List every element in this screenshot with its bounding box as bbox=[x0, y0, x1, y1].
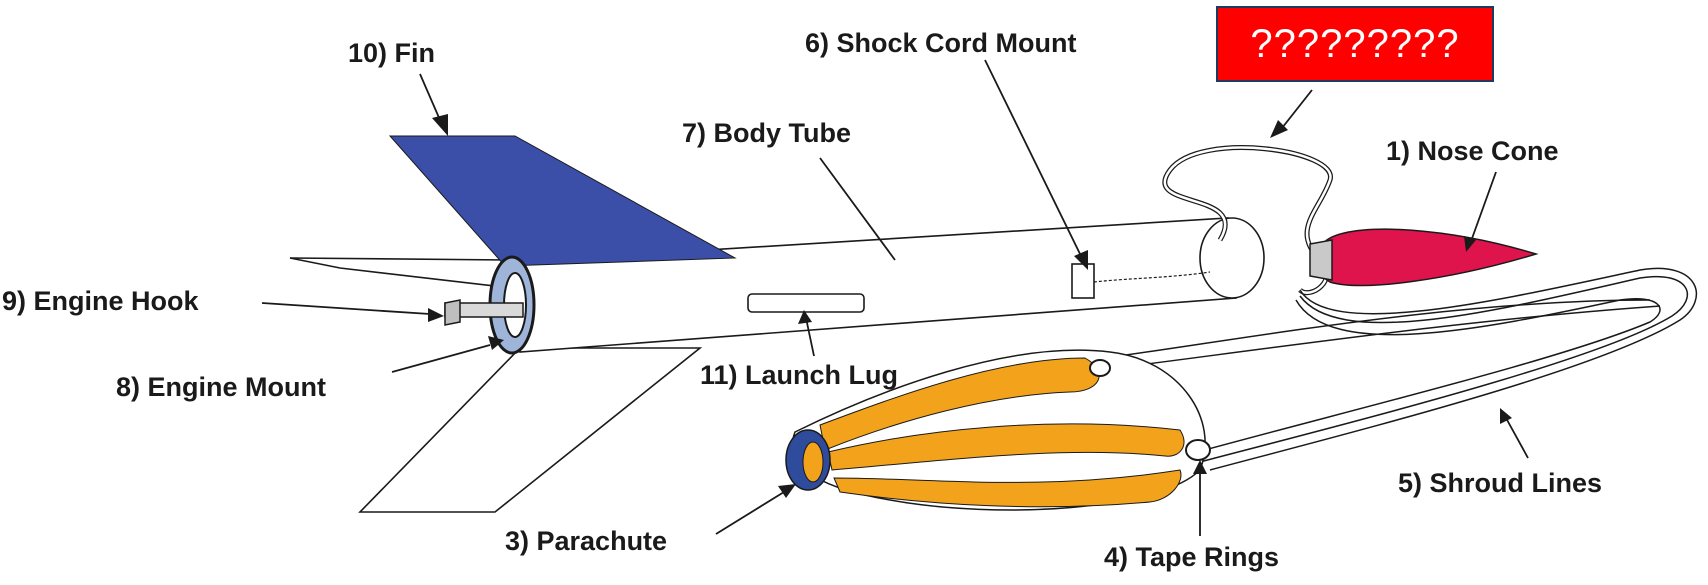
body-tube-front-opening bbox=[1199, 217, 1265, 299]
label-fin: 10) Fin bbox=[348, 38, 435, 68]
fin-leader bbox=[419, 73, 441, 121]
launch-lug-arrowhead bbox=[798, 310, 812, 324]
shroud-line bbox=[1199, 275, 1689, 463]
lower-fin-outline bbox=[358, 347, 703, 513]
label-engine-mount: 8) Engine Mount bbox=[116, 372, 326, 402]
engine-hook-tab bbox=[444, 299, 461, 326]
hidden-label-arrowhead bbox=[1270, 120, 1288, 138]
shock-cord-mount-tab bbox=[1071, 263, 1095, 299]
fin-arrowhead bbox=[432, 114, 448, 136]
hidden-label-box: ????????? bbox=[1216, 6, 1494, 82]
tape-ring bbox=[1089, 359, 1111, 377]
nose-cone-part bbox=[1309, 228, 1539, 287]
tape-ring bbox=[1185, 439, 1211, 461]
label-tape-rings: 4) Tape Rings bbox=[1104, 542, 1279, 572]
launch-lug-part bbox=[747, 293, 865, 313]
shroud-line bbox=[1189, 298, 1661, 455]
shock-cord-inside-tube bbox=[1093, 271, 1211, 283]
parachute-part bbox=[785, 349, 1211, 511]
nose-cone-leader bbox=[1469, 171, 1497, 245]
shroud-lines-arrowhead bbox=[1500, 408, 1512, 424]
nose-cone-arrowhead bbox=[1464, 236, 1476, 252]
shroud-line bbox=[1209, 267, 1698, 471]
nose-cone-shape bbox=[1315, 228, 1539, 287]
fin-shape bbox=[388, 135, 737, 267]
parachute-arrowhead bbox=[778, 484, 796, 498]
engine-hook-part bbox=[444, 299, 524, 326]
engine-hook-leader bbox=[261, 302, 431, 315]
tape-rings-arrowhead bbox=[1193, 460, 1207, 474]
label-parachute: 3) Parachute bbox=[505, 526, 667, 556]
rocket-body-group bbox=[289, 135, 1265, 513]
label-engine-hook: 9) Engine Hook bbox=[2, 286, 199, 316]
parachute-gore bbox=[819, 357, 1100, 451]
engine-mount-leader bbox=[391, 344, 491, 373]
shroud-lines-part bbox=[1089, 267, 1698, 471]
shroud-lines-leader bbox=[1505, 417, 1529, 459]
part-labels: 10) Fin 6) Shock Cord Mount 7) Body Tube… bbox=[2, 28, 1602, 572]
parachute-vent-inner bbox=[802, 441, 824, 483]
label-nose-cone: 1) Nose Cone bbox=[1386, 136, 1559, 166]
body-tube-leader bbox=[819, 157, 896, 261]
nose-cone-shoulder bbox=[1309, 239, 1333, 281]
leader-lines bbox=[261, 59, 1529, 536]
label-body-tube: 7) Body Tube bbox=[682, 118, 851, 148]
label-shroud-lines: 5) Shroud Lines bbox=[1398, 468, 1602, 498]
shock-cord-mount-part bbox=[1071, 263, 1211, 299]
hidden-label-text: ????????? bbox=[1250, 21, 1460, 66]
parachute-gore bbox=[827, 423, 1185, 471]
shock-cord-mount-arrowhead bbox=[1074, 250, 1088, 270]
shroud-line bbox=[1089, 299, 1651, 361]
hidden-label-leader bbox=[1281, 89, 1313, 129]
engine-mount-arrowhead bbox=[488, 336, 504, 350]
parachute-gore bbox=[833, 469, 1182, 508]
shock-cord-mount-leader bbox=[984, 59, 1083, 259]
engine-hook-arrowhead bbox=[428, 308, 444, 322]
parachute-leader bbox=[715, 491, 785, 535]
label-shock-cord-mount: 6) Shock Cord Mount bbox=[805, 28, 1077, 58]
side-fin-outline bbox=[289, 257, 513, 289]
shroud-line bbox=[1099, 305, 1661, 371]
launch-lug-leader bbox=[805, 317, 815, 357]
label-launch-lug: 11) Launch Lug bbox=[700, 360, 898, 390]
